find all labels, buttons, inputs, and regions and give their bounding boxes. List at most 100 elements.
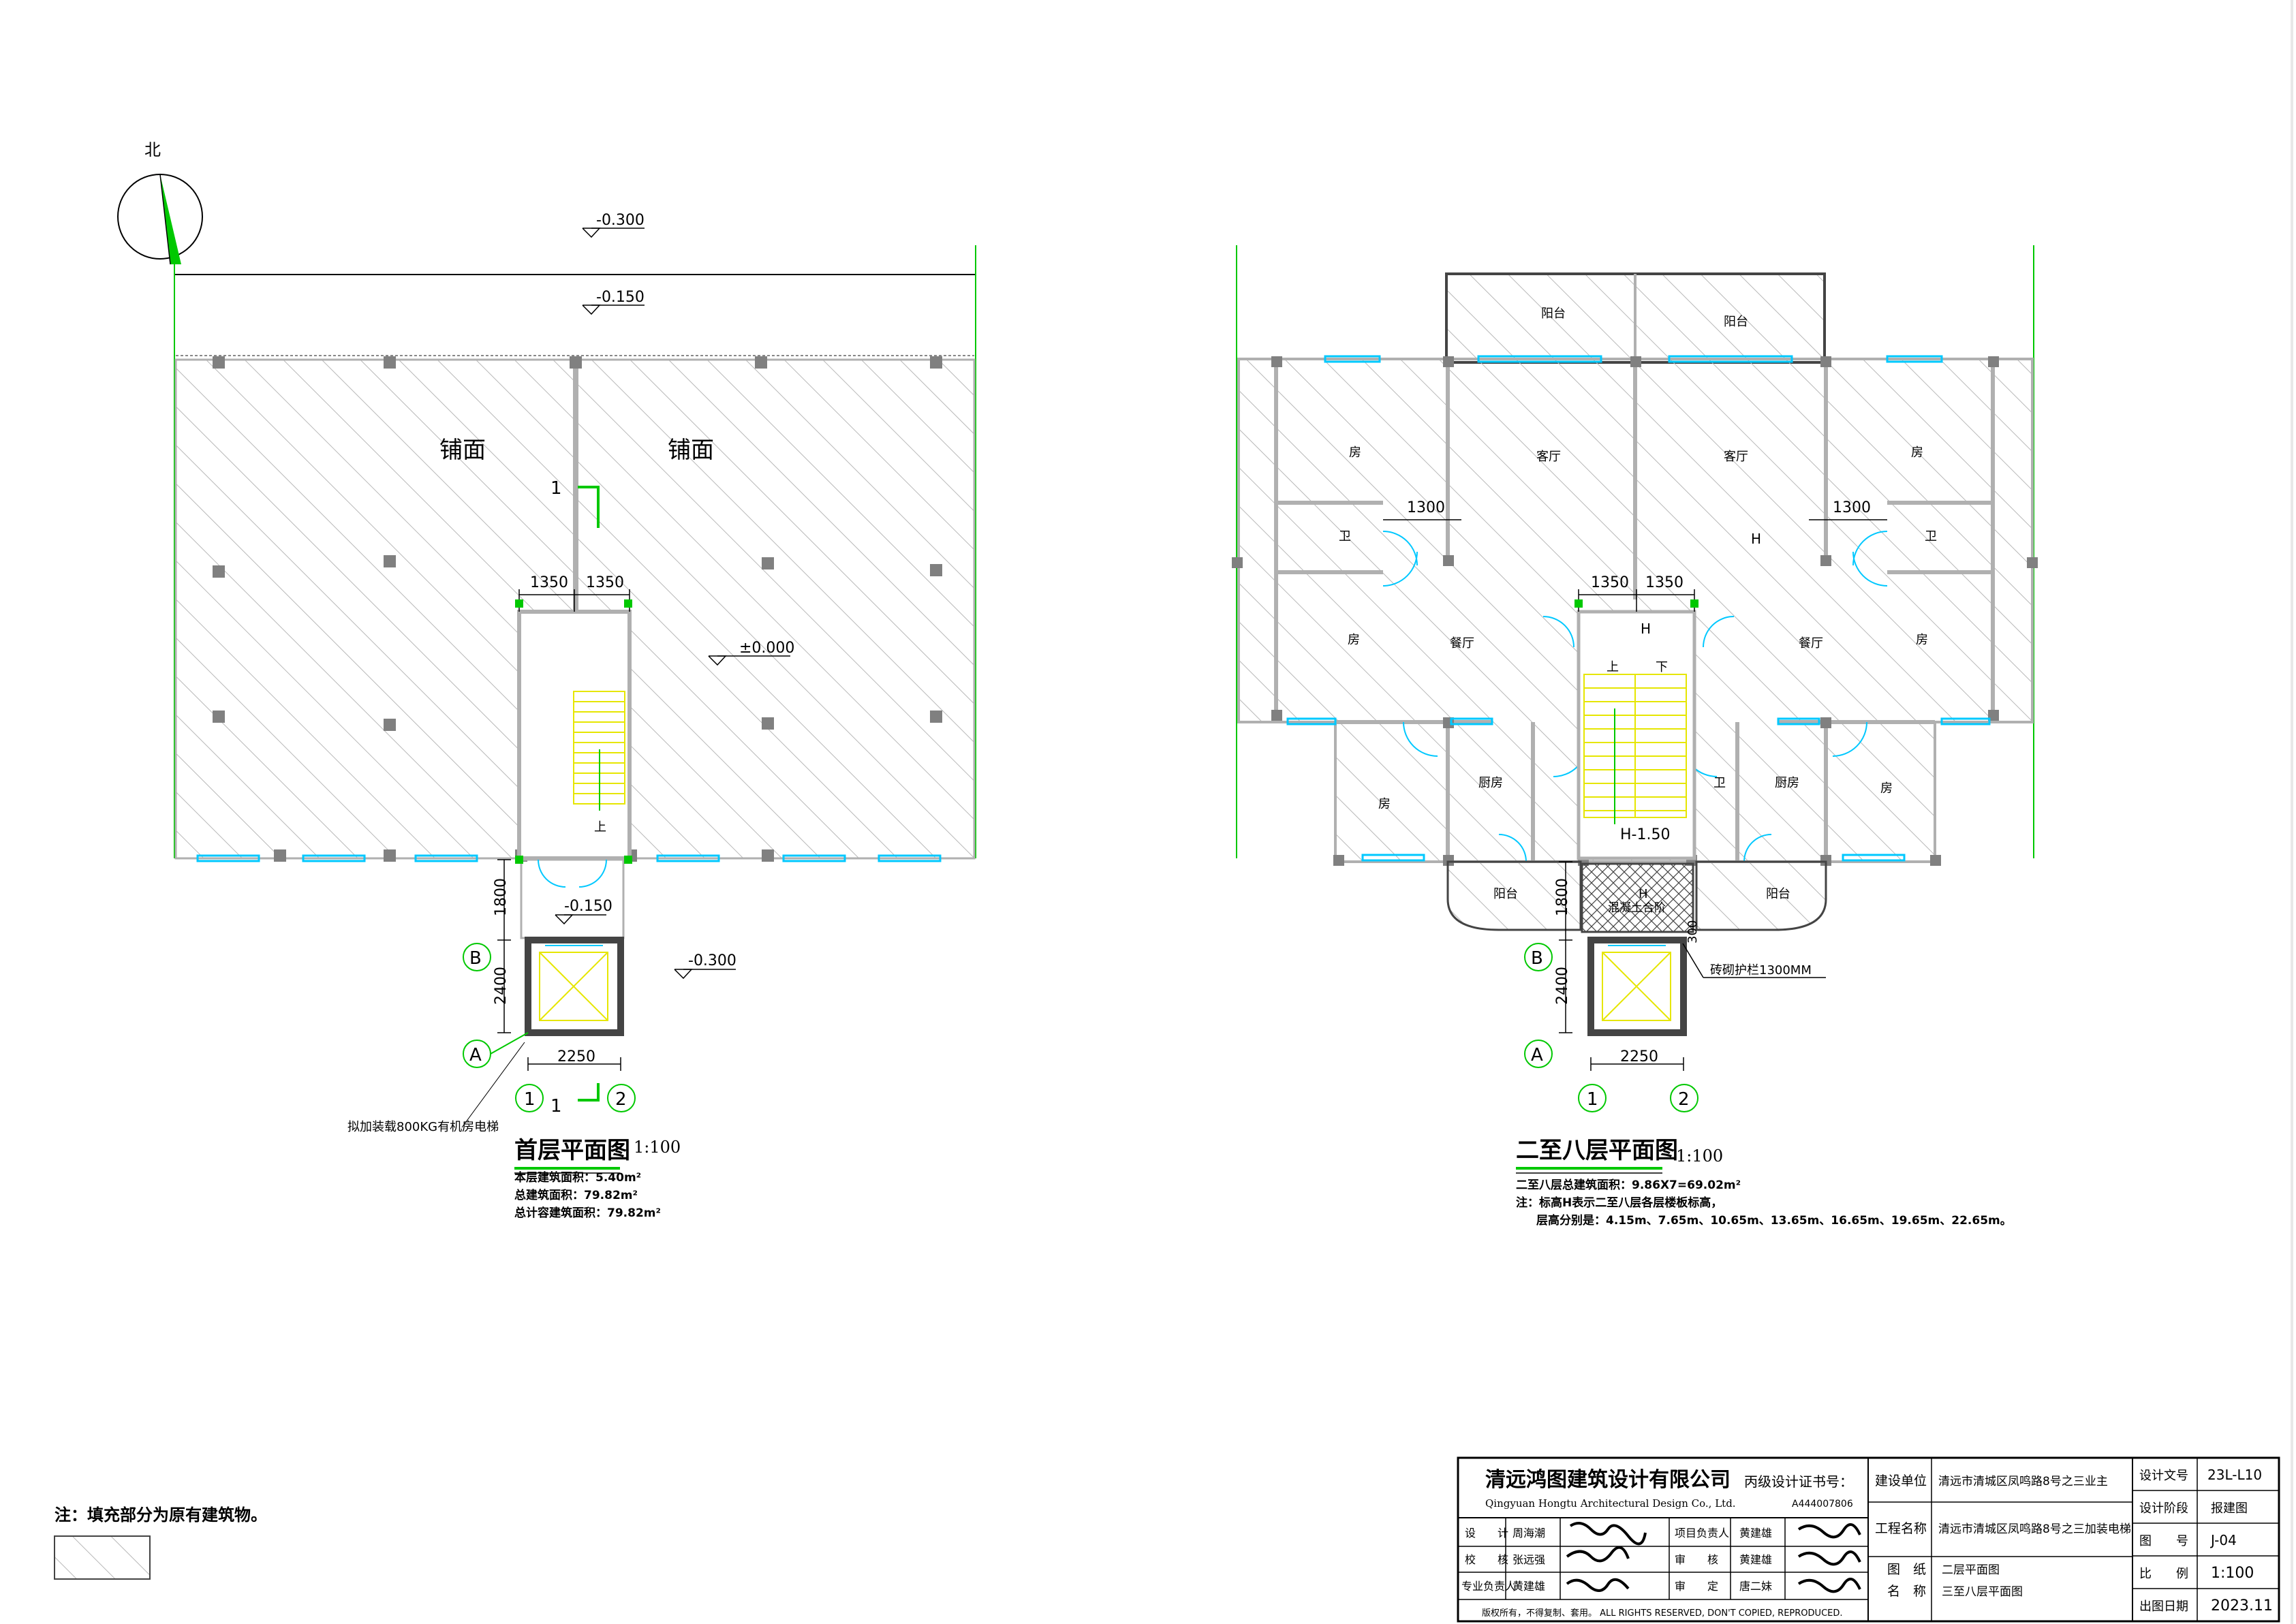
dim-1350-right: 1350 — [586, 574, 624, 591]
tb-scale-label: 比 例 — [2139, 1567, 2188, 1581]
upper-area-note-2: 注：标高H表示二至八层各层楼板标高， — [1516, 1196, 1722, 1210]
tb-name-check: 张远强 — [1512, 1553, 1545, 1566]
dim-2250: 2250 — [557, 1048, 595, 1065]
dim-1350-left: 1350 — [530, 574, 568, 591]
elevator-note: 拟加装载800KG有机房电梯 — [347, 1120, 499, 1134]
tb-role-check: 校 核 — [1465, 1553, 1508, 1566]
level-h-stair: H — [1641, 621, 1651, 637]
tb-name-lead: 黄建雄 — [1512, 1580, 1545, 1593]
north-label: 北 — [144, 140, 161, 159]
room-bedroom-5: 房 — [1378, 797, 1391, 811]
level-road: -0.300 — [596, 212, 645, 229]
dim-1300-right: 1300 — [1833, 499, 1871, 516]
tb-scale: 1:100 — [2211, 1565, 2254, 1582]
ground-windows — [196, 854, 942, 862]
room-kitchen-right: 厨房 — [1775, 776, 1799, 790]
room-toilet-3: 卫 — [1713, 776, 1726, 790]
room-toilet-2: 卫 — [1925, 529, 1937, 544]
room-bedroom-4: 房 — [1916, 633, 1928, 647]
room-dining-right: 餐厅 — [1799, 636, 1823, 651]
tb-client-label: 建设单位 — [1875, 1473, 1927, 1488]
room-toilet-1: 卫 — [1339, 529, 1351, 544]
room-living-right: 客厅 — [1724, 450, 1748, 464]
tb-role-review: 审 核 — [1675, 1553, 1718, 1566]
ground-area-note-3: 总计容建筑面积：79.82m² — [514, 1206, 661, 1220]
tb-name-design: 周海潮 — [1512, 1527, 1545, 1540]
tb-sheet-no-label: 图 号 — [2139, 1534, 2188, 1548]
tb-role-design: 设 计 — [1465, 1527, 1508, 1540]
rail-note: 砖砌护栏1300MM — [1710, 963, 1812, 978]
dim-2250-upper: 2250 — [1620, 1048, 1658, 1065]
room-dining-left: 餐厅 — [1450, 636, 1474, 651]
room-balcony-bottom-right: 阳台 — [1766, 887, 1790, 901]
legend-note: 注：填充部分为原有建筑物。 — [55, 1505, 267, 1525]
upper-plan-title: 二至八层平面图 — [1516, 1137, 1678, 1164]
upper-floor-plan — [1232, 245, 2038, 1174]
ground-elevator-shaft — [525, 937, 624, 1036]
upper-plan-scale: 1:100 — [1676, 1146, 1723, 1166]
dim-1350-left-upper: 1350 — [1591, 574, 1629, 591]
tb-copyright: 版权所有，不得复制、套用。 ALL RIGHTS RESERVED, DON'T… — [1482, 1608, 1843, 1619]
tb-doc-no-label: 设计文号 — [2139, 1469, 2188, 1483]
upper-windows — [1286, 355, 1991, 862]
dim-2400: 2400 — [493, 967, 510, 1005]
shop-label-right: 铺面 — [668, 437, 714, 464]
company-name-en: Qingyuan Hongtu Architectural Design Co.… — [1485, 1497, 1736, 1510]
tb-client: 清远市清城区凤鸣路8号之三业主 — [1938, 1475, 2108, 1488]
dim-1350-right-upper: 1350 — [1645, 574, 1684, 591]
upper-elevator-shaft — [1587, 937, 1687, 1036]
tb-name-pm: 黄建雄 — [1739, 1527, 1772, 1540]
room-living-left: 客厅 — [1536, 450, 1561, 464]
tb-role-approve: 审 定 — [1675, 1580, 1718, 1593]
tb-sheet-no: J-04 — [2209, 1532, 2237, 1548]
section-mark-top: 1 — [550, 478, 562, 499]
tb-name-approve: 唐二妹 — [1739, 1580, 1772, 1593]
tb-stage: 报建图 — [2211, 1501, 2248, 1516]
ground-area-note-1: 本层建筑面积：5.40m² — [514, 1170, 641, 1185]
axis-2-upper: 2 — [1678, 1089, 1690, 1110]
ground-area-note-2: 总建筑面积：79.82m² — [514, 1188, 638, 1202]
cert-number: A444007806 — [1792, 1499, 1853, 1510]
tb-drawing-name-label-2: 名 称 — [1887, 1584, 1926, 1599]
level-entrance: -0.150 — [564, 898, 612, 915]
room-bedroom-2: 房 — [1911, 446, 1923, 460]
tb-name-review: 黄建雄 — [1739, 1553, 1772, 1566]
dim-1800: 1800 — [493, 878, 510, 916]
stair-down-label-upper: 下 — [1656, 660, 1668, 674]
upper-area-note-3: 层高分别是：4.15m、7.65m、10.65m、13.65m、16.65m、1… — [1536, 1213, 2012, 1228]
tb-date-label: 出图日期 — [2139, 1599, 2188, 1614]
tb-drawing-name-label-1: 图 纸 — [1887, 1562, 1926, 1577]
tb-project: 清远市清城区凤鸣路8号之三加装电梯 — [1938, 1522, 2131, 1536]
axis-1: 1 — [524, 1089, 536, 1110]
stair-up-label-upper: 上 — [1607, 660, 1619, 674]
section-mark-bottom: 1 — [550, 1096, 562, 1116]
tb-drawing-name-1: 二层平面图 — [1942, 1563, 2000, 1577]
room-balcony-top-left: 阳台 — [1541, 307, 1566, 321]
tb-drawing-name-2: 三至八层平面图 — [1942, 1585, 2023, 1599]
tb-role-pm: 项目负责人 — [1675, 1527, 1729, 1540]
north-arrow-icon — [117, 174, 203, 265]
axis-2: 2 — [615, 1089, 627, 1110]
dim-300-upper: 300 — [1686, 920, 1700, 943]
concrete-step-label: 混凝土合阶 — [1608, 901, 1666, 915]
title-block — [1457, 1456, 2280, 1623]
legend-swatch — [54, 1535, 151, 1580]
level-h-left: H — [1751, 531, 1761, 547]
level-h-minus-150: H-1.50 — [1620, 826, 1670, 843]
tb-stage-label: 设计阶段 — [2139, 1501, 2188, 1516]
axis-a-upper: A — [1531, 1045, 1543, 1065]
level-h-step: H — [1639, 887, 1648, 901]
tb-date: 2023.11 — [2211, 1597, 2273, 1614]
sheet-edge — [2291, 0, 2293, 1624]
cert-label: 丙级设计证书号： — [1744, 1473, 1853, 1490]
tb-role-lead: 专业负责人 — [1461, 1580, 1516, 1593]
room-balcony-bottom-left: 阳台 — [1493, 887, 1518, 901]
company-name-cn: 清远鸿图建筑设计有限公司 — [1485, 1468, 1731, 1492]
tb-project-label: 工程名称 — [1875, 1521, 1927, 1536]
level-sidewalk: -0.150 — [596, 289, 645, 306]
upper-area-note-1: 二至八层总建筑面积：9.86X7=69.02m² — [1516, 1178, 1741, 1192]
axis-a: A — [469, 1045, 482, 1065]
ground-columns — [213, 356, 942, 862]
signatures — [1566, 1522, 1861, 1593]
